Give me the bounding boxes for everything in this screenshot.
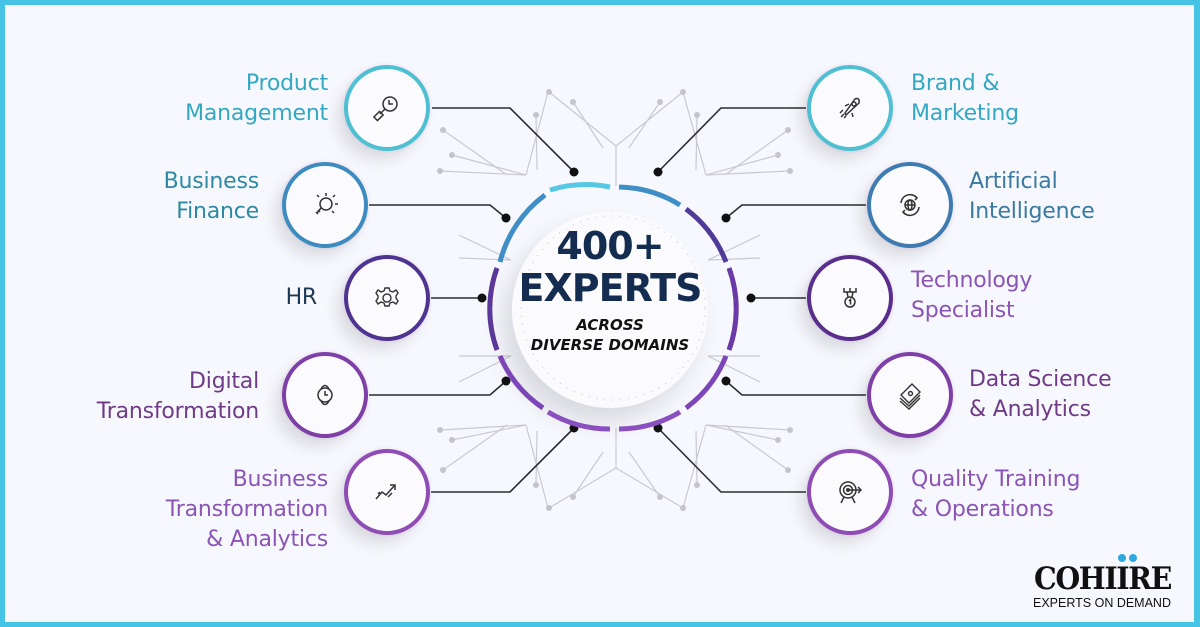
label-data-science: Data Science& Analytics — [969, 367, 1112, 422]
node-quality-training — [807, 449, 893, 535]
lightbulb-icon — [315, 193, 338, 215]
logo-dot-icon — [1129, 554, 1137, 562]
node-digital-transformation — [282, 352, 368, 438]
label-quality-training: Quality Training& Operations — [911, 467, 1081, 522]
headline-count: 400+ — [556, 224, 664, 268]
headline-experts: EXPERTS — [518, 266, 703, 310]
label-hr: HR — [285, 285, 318, 310]
subline-across: ACROSS — [576, 316, 644, 334]
brand-name: COHIIRE — [1034, 561, 1172, 597]
node-hr — [344, 255, 430, 341]
connector-lines — [369, 107, 866, 493]
node-artificial-intelligence — [867, 162, 953, 248]
rocket-icon — [839, 97, 860, 119]
brand-tagline: EXPERTS ON DEMAND — [1033, 596, 1171, 610]
gear-icon — [375, 287, 399, 307]
smartwatch-icon — [317, 384, 333, 406]
node-business-transformation — [344, 449, 430, 535]
center-hub — [512, 212, 708, 408]
subline-domains: DIVERSE DOMAINS — [530, 336, 690, 354]
money-stack-icon — [899, 383, 921, 410]
label-brand-marketing: Brand &Marketing — [911, 71, 1019, 126]
target-arrow-icon — [839, 481, 863, 504]
trend-up-icon — [375, 484, 396, 500]
globe-sync-icon — [900, 193, 920, 217]
node-technology-specialist — [807, 255, 893, 341]
medal-icon — [843, 288, 857, 308]
node-brand-marketing — [807, 65, 893, 151]
node-product-management — [344, 65, 430, 151]
node-business-finance — [282, 162, 368, 248]
logo-dot-icon — [1118, 554, 1126, 562]
node-data-science — [867, 352, 953, 438]
magnifier-clock-icon — [372, 96, 398, 122]
